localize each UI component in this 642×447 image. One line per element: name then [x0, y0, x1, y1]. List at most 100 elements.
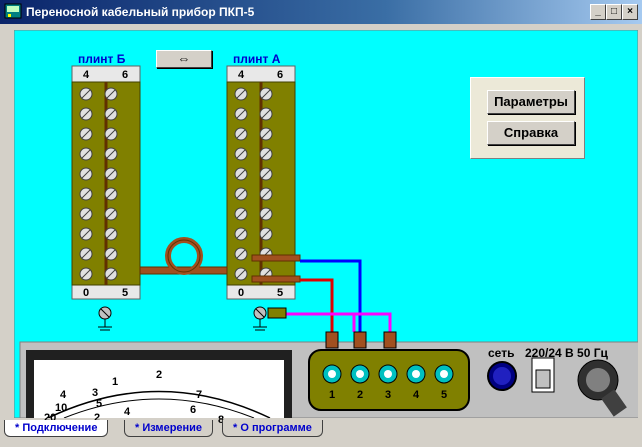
connector-plugs[interactable] — [325, 331, 397, 349]
tab-bar: * Подключение * Измерение * О программе — [0, 419, 642, 447]
terminal-port-hole — [384, 370, 392, 378]
terminal-port-label: 2 — [357, 389, 363, 401]
close-button[interactable]: × — [622, 4, 638, 20]
screw-slot — [236, 189, 246, 199]
meter-scale-label: 8 — [218, 414, 224, 426]
power-switch[interactable] — [531, 357, 555, 393]
plint-a-bottom-left-number: 0 — [238, 287, 244, 299]
screw-slot — [81, 109, 91, 119]
ground-b — [98, 306, 112, 331]
screw-slot — [236, 89, 246, 99]
screw-slot — [81, 249, 91, 259]
screw-slot — [81, 269, 91, 279]
plint-b-top-right-number: 6 — [122, 69, 128, 81]
screw-slot — [81, 189, 91, 199]
wire-blue — [300, 259, 362, 332]
power-plug[interactable] — [577, 359, 627, 417]
tab-connection[interactable]: * Подключение — [4, 420, 109, 437]
screw-slot — [236, 249, 246, 259]
terminal-port-label: 3 — [385, 389, 391, 401]
plint-b-bottom-left-number: 0 — [83, 287, 89, 299]
meter-scale-label: 4 — [60, 389, 67, 401]
meter-scale-label: 4 — [124, 406, 131, 418]
screw-slot — [106, 229, 116, 239]
plint-b-screws[interactable] — [79, 87, 118, 281]
screw-slot — [81, 89, 91, 99]
wire-magenta-2 — [354, 312, 392, 332]
screw-slot — [106, 89, 116, 99]
meter-scale-label: 2 — [94, 412, 101, 424]
screw-slot — [106, 109, 116, 119]
minimize-button[interactable]: _ — [590, 4, 606, 20]
meter-scale-label: 7 — [196, 389, 203, 401]
meter-scale-label: 2 — [156, 369, 163, 381]
help-button[interactable]: Справка — [487, 121, 575, 145]
plint-b-top-left-number: 4 — [83, 69, 90, 81]
ground-a — [253, 306, 287, 331]
screw-slot — [81, 209, 91, 219]
maximize-button[interactable]: □ — [606, 4, 622, 20]
plint-a-screws[interactable] — [234, 87, 273, 281]
plint-b-label: плинт Б — [78, 52, 126, 66]
terminal-port-hole — [328, 370, 336, 378]
screw-slot — [81, 129, 91, 139]
meter-scale-label: 10 — [55, 402, 68, 414]
screw-slot — [106, 249, 116, 259]
terminal-port-hole — [356, 370, 364, 378]
screw-slot — [261, 209, 271, 219]
plint-a-bottom-right-number: 5 — [277, 287, 283, 299]
tab-about[interactable]: * О программе — [222, 420, 323, 437]
terminal-block: 1 2 3 4 5 — [308, 349, 470, 411]
screw-slot — [236, 229, 246, 239]
terminal-port-hole — [440, 370, 448, 378]
cable-coil — [139, 237, 228, 275]
title-bar[interactable]: Переносной кабельный прибор ПКП-5 _ □ × — [0, 0, 642, 24]
plint-a — [226, 65, 296, 300]
meter-scale-label: 3 — [92, 387, 99, 399]
tab-measurement[interactable]: * Измерение — [124, 420, 214, 437]
terminal-port-label: 1 — [329, 389, 335, 401]
meter-scale-label: 5 — [96, 398, 103, 410]
screw-slot — [81, 149, 91, 159]
meter-scale-label: 6 — [190, 404, 197, 416]
voltage-label: 220/24 В 50 Гц — [525, 346, 608, 360]
plint-a-top-right-number: 6 — [277, 69, 283, 81]
screw-slot — [261, 109, 271, 119]
screw-slot — [81, 229, 91, 239]
screw-slot — [106, 129, 116, 139]
screw-slot — [236, 129, 246, 139]
screw-slot — [261, 169, 271, 179]
power-indicator — [487, 361, 517, 391]
plint-a-top-left-number: 4 — [238, 69, 245, 81]
screw-slot — [81, 169, 91, 179]
app-icon — [4, 3, 22, 19]
settings-panel: Параметры Справка — [470, 77, 585, 159]
analog-meter — [26, 350, 292, 418]
screw-slot — [106, 209, 116, 219]
terminal-port-hole — [412, 370, 420, 378]
meter-scale-label: 1 — [112, 376, 119, 388]
screw-slot — [261, 89, 271, 99]
screw-slot — [106, 269, 116, 279]
terminal-port-label: 4 — [413, 389, 420, 401]
screw-slot — [261, 189, 271, 199]
screw-slot — [236, 109, 246, 119]
parameters-button[interactable]: Параметры — [487, 90, 575, 114]
screw-slot — [261, 129, 271, 139]
plint-a-label: плинт А — [233, 52, 281, 66]
screw-slot — [106, 169, 116, 179]
plint-b — [71, 65, 141, 300]
plint-b-bottom-right-number: 5 — [122, 287, 128, 299]
screw-slot — [236, 269, 246, 279]
screw-slot — [236, 209, 246, 219]
swap-plints-button[interactable]: ⇔ — [156, 50, 212, 68]
window-title: Переносной кабельный прибор ПКП-5 — [26, 5, 255, 19]
screw-slot — [261, 229, 271, 239]
screw-slot — [236, 149, 246, 159]
screw-slot — [106, 189, 116, 199]
screw-slot — [236, 169, 246, 179]
terminal-port-label: 5 — [441, 389, 447, 401]
screw-slot — [106, 149, 116, 159]
screw-slot — [261, 149, 271, 159]
